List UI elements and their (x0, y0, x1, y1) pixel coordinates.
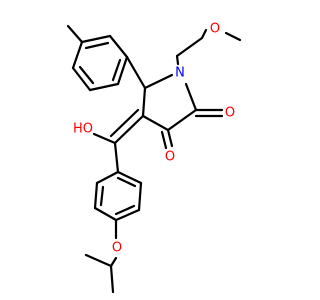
bond-tolyl-4 (88, 82, 120, 92)
bond-aryl-4-inner (114, 204, 136, 216)
atom-o-methoxy: O (210, 22, 220, 37)
bond-tolyl-1-inner (84, 41, 110, 50)
bond-aryl-6 (116, 170, 143, 185)
bond-aryl-3 (93, 206, 118, 222)
atom-o-ether: O (112, 241, 122, 256)
bond-tolyl-c5 (125, 55, 147, 90)
bond-aryl-2 (93, 181, 99, 210)
atom-n1: N (175, 66, 185, 81)
atom-o-keto2: O (225, 106, 235, 121)
bond-tolyl-1 (80, 34, 112, 44)
bond-tolyl-2 (108, 34, 129, 59)
bond-n1-c2 (184, 82, 198, 112)
bond-c3-c4 (141, 114, 170, 132)
bond-ipr-me2 (109, 264, 115, 294)
bond-exo-oh (92, 132, 117, 145)
bond-c5-n1 (143, 73, 174, 90)
bond-o-ipr (109, 256, 118, 268)
bond-chain2-o (200, 28, 208, 40)
bond-chain1-chain2 (175, 36, 204, 58)
bond-tolyl-methyl (66, 24, 84, 44)
bond-aryl-4 (114, 208, 141, 222)
bond-c4-c5 (141, 86, 147, 118)
bond-aryl-5 (137, 181, 143, 212)
bond-aryl-2-inner (99, 185, 105, 207)
bond-c4-exo-double (109, 108, 140, 138)
bond-tolyl-5 (71, 66, 92, 92)
bonds (66, 24, 242, 294)
atom-labels: N O O O HO O (73, 22, 235, 256)
atom-o-hydroxy: HO (73, 122, 93, 137)
bond-tolyl-5-inner (78, 65, 95, 85)
bond-tolyl-6 (71, 40, 84, 70)
atom-o-keto3: O (165, 150, 175, 165)
bond-n1-chain1 (175, 54, 180, 66)
bond-c3-o (166, 128, 174, 148)
bond-tolyl-3 (116, 55, 129, 86)
bond-ipr-me1 (84, 253, 113, 268)
bond-aryl-1 (95, 170, 120, 185)
bond-tolyl-3-inner (111, 58, 122, 82)
molecule-structure-diagram: N O O O HO O (66, 22, 242, 294)
bond-c4-exo (113, 114, 145, 145)
bond-c3-o-double (160, 130, 168, 150)
bond-exo-aryl (113, 141, 120, 174)
bond-aryl-6-inner (116, 176, 137, 188)
bond-c2-c3 (166, 108, 198, 132)
bond-o-methyl (224, 31, 242, 42)
